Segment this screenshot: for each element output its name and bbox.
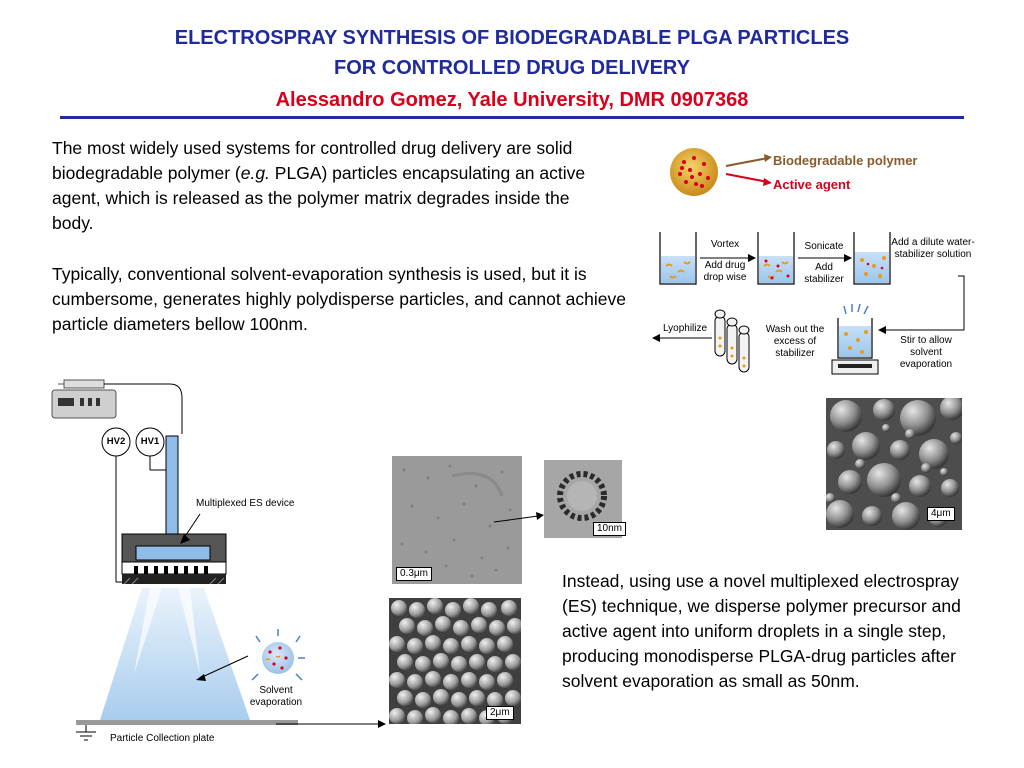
solvent-evaporation-label: Solvent evaporation <box>249 685 303 708</box>
title-rule <box>60 116 964 119</box>
hv1-label: HV1 <box>140 436 160 447</box>
poster-title-line1: ELECTROSPRAY SYNTHESIS OF BIODEGRADABLE … <box>174 27 850 49</box>
vortex-label: Vortex <box>710 239 740 250</box>
add-dilute-label: Add a dilute water-stabilizer solution <box>891 237 975 260</box>
zoom-arrow <box>494 512 544 523</box>
stir-beaker <box>831 303 879 375</box>
poster-title-line2: FOR CONTROLLED DRUG DELIVERY <box>334 57 690 79</box>
beaker-2 <box>757 232 795 285</box>
stir-label: Stir to allow solvent evaporation <box>899 335 953 370</box>
test-tubes <box>714 309 750 373</box>
plga-particle-icon <box>670 148 718 196</box>
outro-paragraph: Instead, using use a novel multiplexed e… <box>562 571 961 691</box>
intro-paragraph-2: Typically, conventional solvent-evaporat… <box>52 264 626 334</box>
add-drug-label: Add drug drop wise <box>703 260 747 283</box>
lyophilize-label: Lyophilize <box>662 323 708 334</box>
wash-label: Wash out the excess of stabilizer <box>765 324 825 359</box>
device-label: Multiplexed ES device <box>196 498 295 509</box>
sem-image-monodisperse <box>389 598 521 724</box>
scale-bar-4um: 4μm <box>927 507 955 521</box>
scale-bar-10nm: 10nm <box>593 522 627 536</box>
scale-bar-2um: 2μm <box>486 706 514 720</box>
add-stabilizer-label: Add stabilizer <box>804 262 844 285</box>
beaker-3 <box>853 232 891 285</box>
sonicate-label: Sonicate <box>804 241 844 252</box>
legend-polymer-label: Biodegradable polymer <box>773 153 918 168</box>
intro-paragraph-1: The most widely used systems for control… <box>52 138 586 233</box>
particle-legend-diagram <box>670 148 772 196</box>
scale-bar-0.3um: 0.3μm <box>396 567 432 581</box>
hv2-label: HV2 <box>106 436 126 447</box>
legend-agent-label: Active agent <box>773 177 851 192</box>
collection-plate-label: Particle Collection plate <box>110 733 215 744</box>
beaker-1 <box>659 232 697 285</box>
electrospray-diagram <box>51 379 386 741</box>
author-line: Alessandro Gomez, Yale University, DMR 0… <box>275 89 749 111</box>
syringe-pump-icon <box>51 379 117 419</box>
tem-image-wide <box>392 456 522 584</box>
conventional-process-diagram <box>652 232 965 375</box>
